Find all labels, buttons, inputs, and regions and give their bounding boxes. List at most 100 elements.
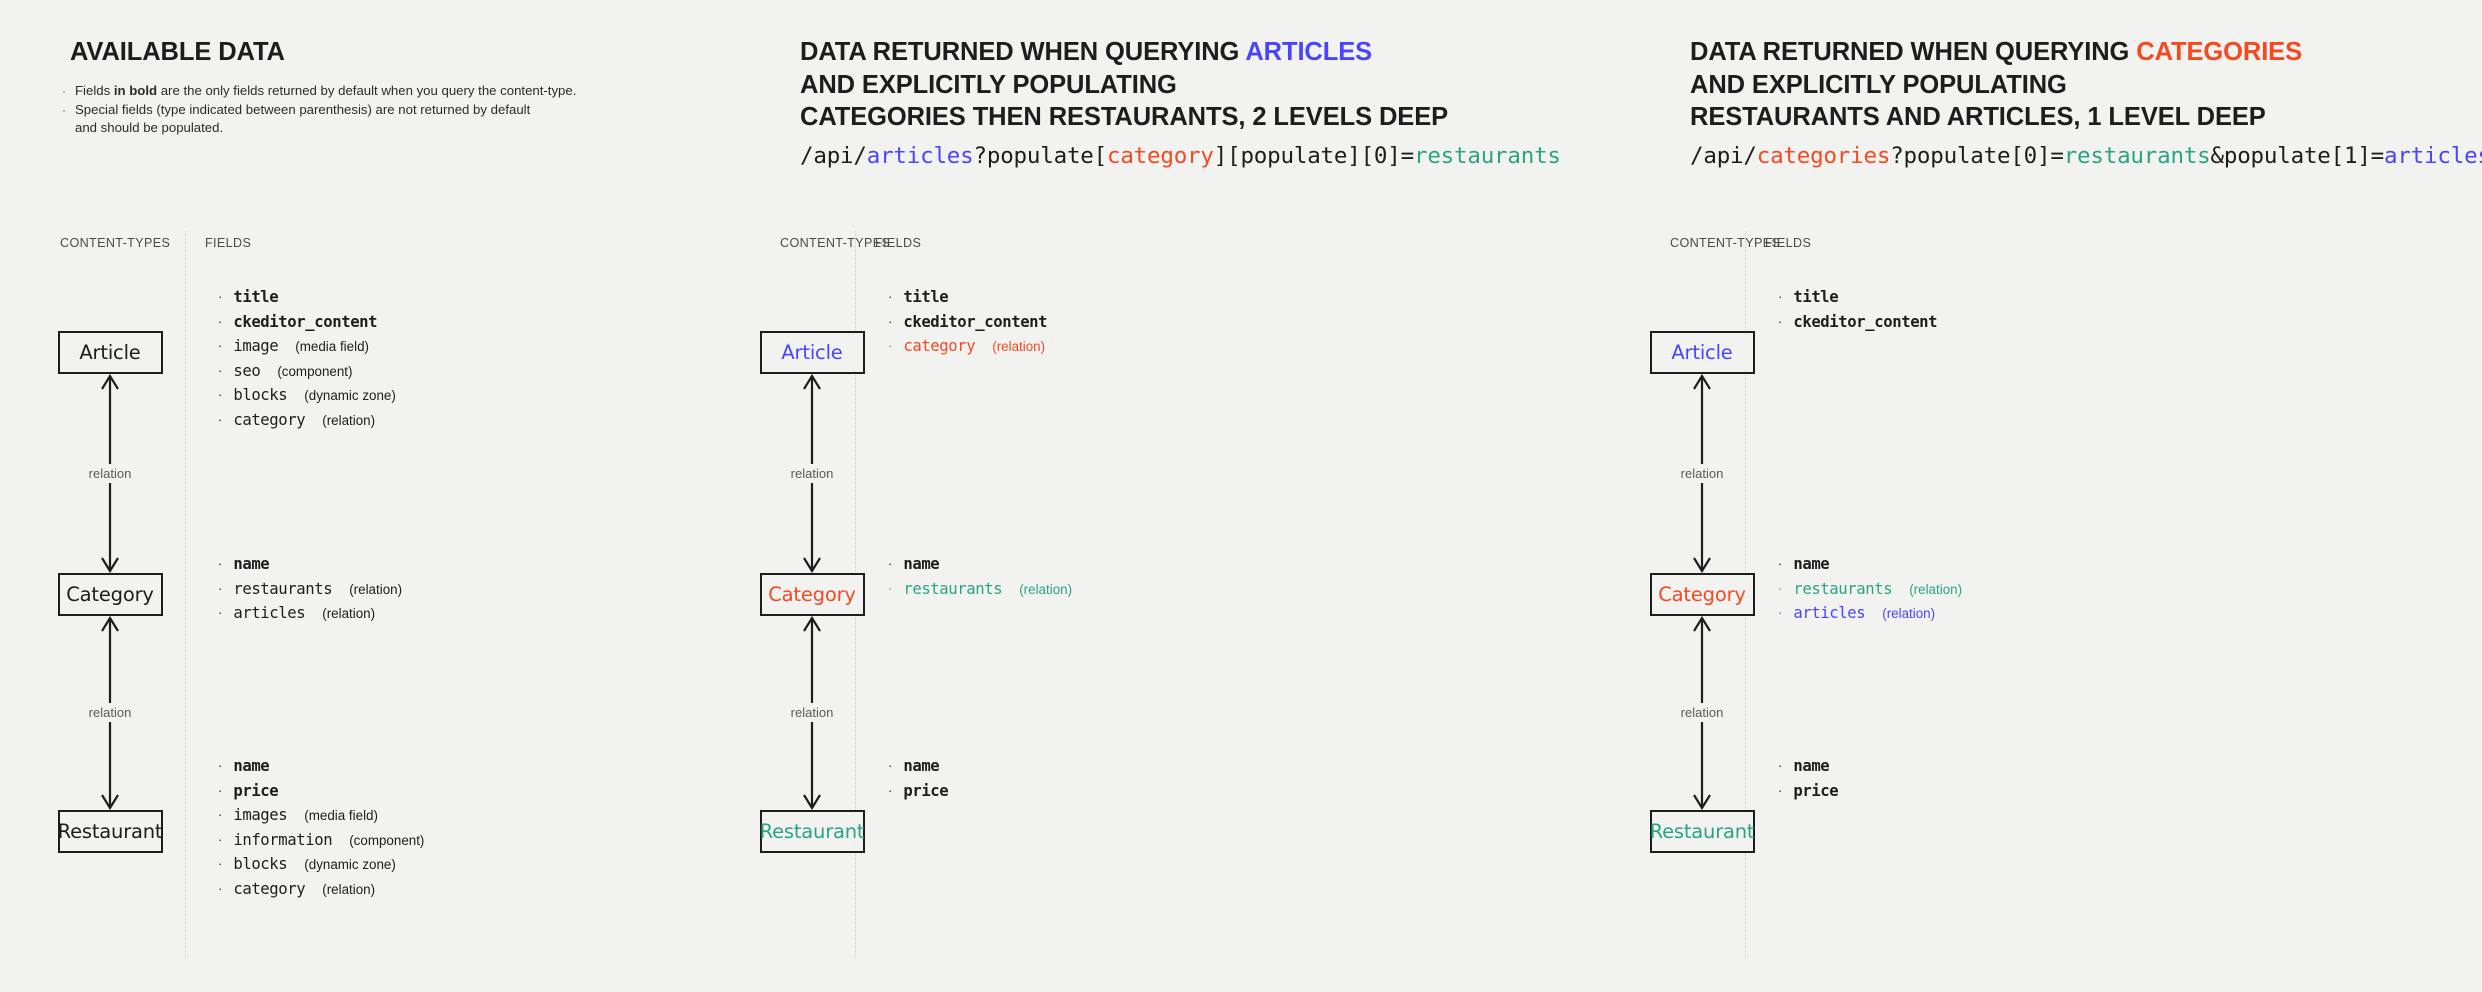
field-type: (component): [349, 832, 425, 848]
heading-line: AND EXPLICITLY POPULATING: [1690, 69, 2302, 102]
field-row: ·ckeditor_content: [218, 313, 396, 338]
field-row: ·ckeditor_content: [1778, 313, 1938, 338]
content-types-caption: CONTENT-TYPES: [1670, 236, 1781, 250]
field-bullet: ·: [218, 880, 223, 896]
field-bullet: ·: [218, 387, 223, 402]
field-row: ·blocks(dynamic zone): [218, 386, 396, 411]
field-group-category: ·name·restaurants(relation)·articles(rel…: [1778, 555, 1962, 629]
field-bullet: ·: [218, 411, 223, 427]
url-segment: &populate[1]=: [2210, 143, 2385, 169]
field-name: restaurants: [233, 579, 333, 598]
relation-label: relation: [784, 703, 840, 722]
content-types-caption: CONTENT-TYPES: [780, 236, 891, 250]
field-group-article: ·title·ckeditor_content: [1778, 288, 1938, 338]
field-row: ·image(media field): [218, 337, 396, 362]
field-name: articles: [233, 604, 306, 622]
heading-line: AVAILABLE DATA: [70, 36, 285, 69]
field-row: ·name: [888, 757, 948, 782]
field-name: price: [1793, 781, 1839, 800]
field-row: ·restaurants(relation): [218, 580, 402, 605]
field-name: price: [233, 781, 279, 800]
url-segment: restaurants: [1413, 143, 1561, 169]
field-bullet: ·: [218, 289, 223, 304]
field-row: ·category(relation): [218, 411, 396, 436]
heading-line: CATEGORIES THEN RESTAURANTS, 2 LEVELS DE…: [800, 101, 1448, 134]
field-group-category: · name · restaurants (relation): [888, 555, 1072, 604]
url-segment: /api/: [1690, 143, 1757, 169]
note-emphasis: in bold: [113, 83, 158, 98]
field-type: (relation): [1019, 581, 1073, 597]
field-row: · price: [1778, 781, 1839, 807]
field-bullet: ·: [218, 831, 223, 847]
relation-label: relation: [82, 463, 138, 483]
field-type: (dynamic zone): [304, 857, 396, 872]
field-name: restaurants: [1793, 579, 1893, 598]
panel-available-data: AVAILABLE DATA ·Fields in bold are the on…: [0, 0, 730, 992]
field-bullet: ·: [888, 556, 893, 571]
field-row: · category (relation): [888, 337, 1047, 362]
field-row: ·blocks(dynamic zone): [218, 855, 424, 880]
field-row: ·name: [218, 757, 424, 782]
heading-segment: CATEGORIES: [2136, 38, 2302, 66]
field-row: ·title: [1778, 288, 1937, 313]
relation-label: relation: [1674, 463, 1730, 483]
field-bullet: ·: [218, 338, 223, 353]
note-text: Special fields (type indicated between p…: [75, 101, 531, 117]
content-type-box-category[interactable]: Category: [759, 573, 865, 616]
field-name: title: [903, 288, 949, 306]
url-segment: restaurants: [2063, 143, 2211, 169]
note-item: ·Fields in bold are the only fields retu…: [62, 82, 576, 101]
field-type: (media field): [304, 808, 378, 823]
field-group-restaurant: ·name·price·images(media field)·informat…: [218, 757, 424, 904]
note-bullet: ·: [62, 84, 66, 98]
url-segment: /api/: [800, 143, 867, 169]
field-type: (media field): [295, 339, 369, 354]
note-item: ·and should be populated.: [62, 119, 576, 138]
field-name: title: [233, 288, 279, 306]
field-name: seo: [233, 361, 261, 380]
heading-line: DATA RETURNED WHEN QUERYING CATEGORIES: [1690, 36, 2302, 69]
field-row: ·name: [218, 555, 402, 580]
field-bullet: ·: [1778, 782, 1783, 798]
field-bullet: ·: [888, 338, 893, 353]
relation-label: relation: [784, 463, 840, 483]
fields-caption: FIELDS: [1765, 236, 1812, 250]
heading-line: RESTAURANTS AND ARTICLES, 1 LEVEL DEEP: [1690, 101, 2302, 134]
url-segment: articles: [866, 143, 974, 169]
field-row: · title: [218, 288, 396, 313]
field-row: ·name: [1778, 757, 1838, 782]
field-type: (dynamic zone): [304, 388, 396, 403]
content-type-box-article[interactable]: Article: [57, 331, 163, 374]
field-name: category: [233, 879, 306, 898]
content-type-box-category[interactable]: Category: [1649, 573, 1755, 616]
url-segment: ?populate[0]=: [1890, 143, 2064, 169]
content-type-box-article[interactable]: Article: [1649, 331, 1755, 374]
notes-list: ·Fields in bold are the only fields retu…: [62, 82, 576, 138]
field-name: name: [903, 555, 940, 573]
column-divider: [185, 231, 186, 958]
field-bullet: ·: [888, 580, 893, 596]
content-type-box-restaurant[interactable]: Restaurant: [1649, 810, 1755, 853]
fields-caption: FIELDS: [205, 236, 252, 250]
field-group-category: ·name·restaurants(relation)·articles(rel…: [218, 555, 402, 629]
field-name: category: [903, 337, 976, 355]
content-type-box-article[interactable]: Article: [759, 331, 865, 374]
content-type-box-restaurant[interactable]: Restaurant: [57, 810, 163, 853]
url-segment: categories: [1756, 143, 1891, 169]
field-bullet: ·: [888, 313, 893, 329]
field-type: (relation): [992, 339, 1046, 354]
field-bullet: ·: [218, 313, 223, 329]
field-name: restaurants: [903, 579, 1003, 598]
api-url: /api/articles?populate[category][populat…: [800, 143, 1561, 169]
content-types-caption: CONTENT-TYPES: [60, 236, 171, 250]
url-segment: articles: [2384, 143, 2482, 169]
content-type-box-restaurant[interactable]: Restaurant: [759, 810, 865, 853]
field-bullet: ·: [1778, 605, 1783, 620]
content-type-box-category[interactable]: Category: [57, 573, 163, 616]
field-type: (relation): [1909, 581, 1963, 597]
